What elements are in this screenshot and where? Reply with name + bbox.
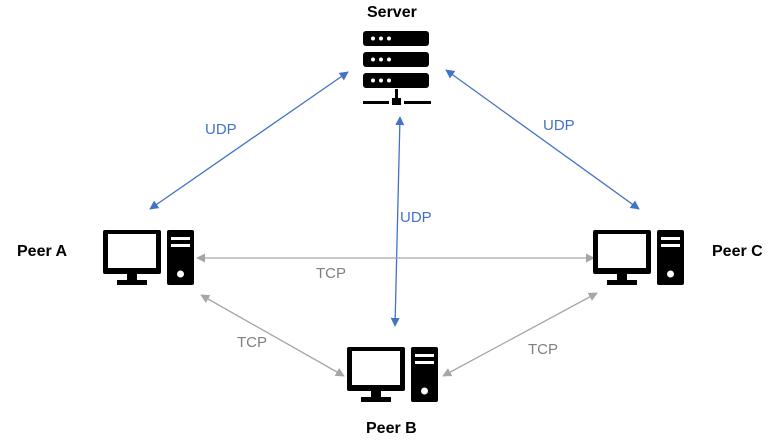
edge-label-peer-a-peer-b: TCP <box>237 334 267 351</box>
edge-server-peer-a <box>149 71 349 210</box>
edge-label-server-peer-b: UDP <box>400 209 432 226</box>
desktop-computer-icon <box>347 347 438 402</box>
edge-peer-a-peer-b <box>200 294 345 377</box>
peer-c-label: Peer C <box>712 243 763 260</box>
edge-server-peer-b <box>390 116 405 327</box>
peer-a-label: Peer A <box>17 243 68 260</box>
edge-server-peer-c <box>445 69 640 210</box>
desktop-computer-icon <box>593 230 684 285</box>
edge-label-server-peer-c: UDP <box>543 117 575 134</box>
desktop-computer-icon <box>103 230 194 285</box>
edge-label-peer-a-peer-c: TCP <box>316 265 346 282</box>
edge-label-server-peer-a: UDP <box>205 121 237 138</box>
edge-label-peer-b-peer-c: TCP <box>528 341 558 358</box>
peer-b-label: Peer B <box>366 420 417 437</box>
server-icon <box>363 31 431 105</box>
edge-peer-b-peer-c <box>442 292 598 377</box>
server-label: Server <box>367 4 417 21</box>
